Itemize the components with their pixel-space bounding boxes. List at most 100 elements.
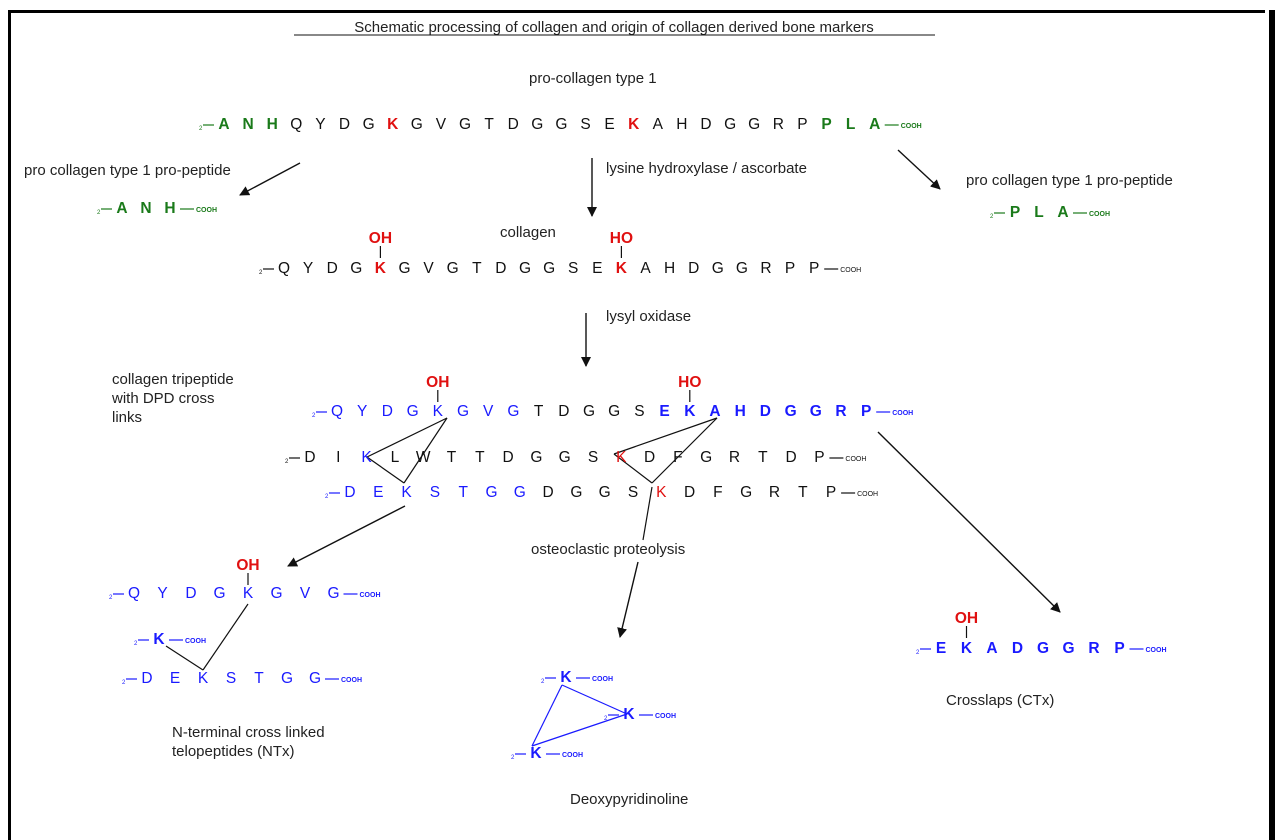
- ntx-chain1-residue: Y: [157, 585, 167, 602]
- procollagen-residue: E: [604, 116, 614, 133]
- tripeptide-chain3-residue: D: [684, 484, 695, 501]
- hydroxyl-label: HO: [610, 230, 633, 247]
- tripeptide-chain1-residue: K: [684, 403, 696, 420]
- ctx-residue: G: [1037, 640, 1049, 657]
- ctx-residue: D: [1012, 640, 1023, 657]
- arrow-to-dpd: [617, 561, 639, 638]
- tripeptide-chain2-residue: K: [361, 449, 372, 466]
- collagen-residue: P: [809, 260, 819, 277]
- tripeptide-chain2-residue: T: [758, 449, 768, 466]
- collagen-residue: K: [616, 260, 628, 277]
- procollagen-residue: A: [218, 116, 229, 133]
- tripeptide-chain1-residue: G: [810, 403, 822, 420]
- cooh-group: COOH: [655, 713, 676, 720]
- ntx-chain1-residue: D: [185, 585, 196, 602]
- ntx-chain3-residue: G: [281, 670, 293, 687]
- tripeptide-chain2-residue: D: [785, 449, 796, 466]
- tripeptide-chain3-residue: G: [570, 484, 582, 501]
- ntx-chain1-residue: K: [243, 585, 254, 602]
- collagen-residue: R: [760, 260, 771, 277]
- cooh-group: COOH: [892, 410, 913, 417]
- ntx-chain3-residue: T: [254, 670, 264, 687]
- label-tripeptide-line3: links: [112, 409, 142, 426]
- procollagen-residue: G: [459, 116, 471, 133]
- tripeptide-chain1-residue: K: [433, 403, 444, 420]
- diagram-title: Schematic processing of collagen and ori…: [354, 19, 873, 36]
- tripeptide-chain3-residue: E: [373, 484, 383, 501]
- ctx-residue: K: [961, 640, 973, 657]
- cooh-group: COOH: [840, 267, 861, 274]
- ctx-residue: G: [1062, 640, 1074, 657]
- tripeptide-chain1-residue: R: [835, 403, 846, 420]
- collagen-residue: E: [592, 260, 602, 277]
- nh2-subscript: 2: [990, 214, 994, 220]
- tripeptide-chain2-residue: D: [644, 449, 655, 466]
- tripeptide-chain1-residue: D: [382, 403, 393, 420]
- nh2-subscript: 2: [97, 210, 101, 216]
- nh2-subscript: 2: [511, 755, 515, 761]
- tripeptide-chain2-residue: D: [502, 449, 513, 466]
- tripeptide-chain3-residue: T: [458, 484, 468, 501]
- ntx-chain1-residue: V: [300, 585, 311, 602]
- hydroxyl-label: OH: [426, 374, 449, 391]
- collagen-residue: G: [712, 260, 724, 277]
- cooh-group: COOH: [857, 491, 878, 498]
- ntx-crosslinks: [165, 603, 249, 671]
- tripeptide-chain2-residue: D: [304, 449, 315, 466]
- dpd-triangle: [531, 684, 628, 747]
- dpd-residue: K: [560, 669, 572, 686]
- ntx-chain3-residue: K: [198, 670, 209, 687]
- collagen-residue: Q: [278, 260, 290, 277]
- label-ntx-line1: N-terminal cross linked: [172, 724, 325, 741]
- tripeptide-chain2-residue: P: [814, 449, 824, 466]
- nh2-subscript: 2: [259, 270, 263, 276]
- tripeptide-chain1-residue: G: [583, 403, 595, 420]
- hydroxyl-label: OH: [369, 230, 392, 247]
- arrow-to-left-propeptide: [239, 162, 301, 196]
- collagen-residue: H: [664, 260, 675, 277]
- collagen-residue: D: [495, 260, 506, 277]
- collagen-residue: S: [568, 260, 578, 277]
- tripeptide-chain1-residue: Y: [357, 403, 367, 420]
- propeptide-right-residue: A: [1057, 204, 1068, 221]
- collagen-residue: A: [640, 260, 651, 277]
- tripeptide-chain1-residue: V: [483, 403, 494, 420]
- ntx-chain3-residue: S: [226, 670, 236, 687]
- tripeptide-chain3-residue: S: [430, 484, 440, 501]
- collagen-residue: D: [688, 260, 699, 277]
- propeptide-left-residue: A: [116, 200, 127, 217]
- tripeptide-chain2-residue: I: [336, 449, 340, 466]
- label-ntx-line2: telopeptides (NTx): [172, 743, 295, 760]
- hydroxyl-label: OH: [236, 557, 259, 574]
- propeptide-right-residue: L: [1034, 204, 1043, 221]
- dpd-residue: K: [530, 745, 542, 762]
- tripeptide-chain1-residue: S: [634, 403, 644, 420]
- collagen-residue: G: [350, 260, 362, 277]
- propeptide-right-residue: P: [1010, 204, 1020, 221]
- ntx-chain1-residue: G: [327, 585, 339, 602]
- tripeptide-chain1-residue: Q: [331, 403, 343, 420]
- collagen-residue: G: [736, 260, 748, 277]
- tripeptide-chain3-residue: G: [514, 484, 526, 501]
- tripeptide-chain3-residue: K: [656, 484, 667, 501]
- diagram-frame: [8, 10, 1265, 840]
- tripeptide-crosslinks: [366, 417, 718, 484]
- collagen-residue: G: [447, 260, 459, 277]
- collagen-residue: P: [785, 260, 795, 277]
- procollagen-residue: P: [797, 116, 807, 133]
- procollagen-residue: A: [869, 116, 880, 133]
- procollagen-residue: G: [531, 116, 543, 133]
- ntx-chain3-residue: G: [309, 670, 321, 687]
- tripeptide-chain1-residue: G: [608, 403, 620, 420]
- nh2-subscript: 2: [285, 459, 289, 465]
- nh2-subscript: 2: [604, 716, 608, 722]
- arrow-to-right-propeptide: [897, 149, 941, 190]
- cooh-group: COOH: [592, 676, 613, 683]
- propeptide-left-residue: N: [140, 200, 151, 217]
- label-propeptide-left: pro collagen type 1 pro-peptide: [24, 162, 231, 179]
- ntx-chain1-residue: G: [213, 585, 225, 602]
- hydroxyl-label: HO: [678, 374, 701, 391]
- tripeptide-chain2-residue: K: [616, 449, 627, 466]
